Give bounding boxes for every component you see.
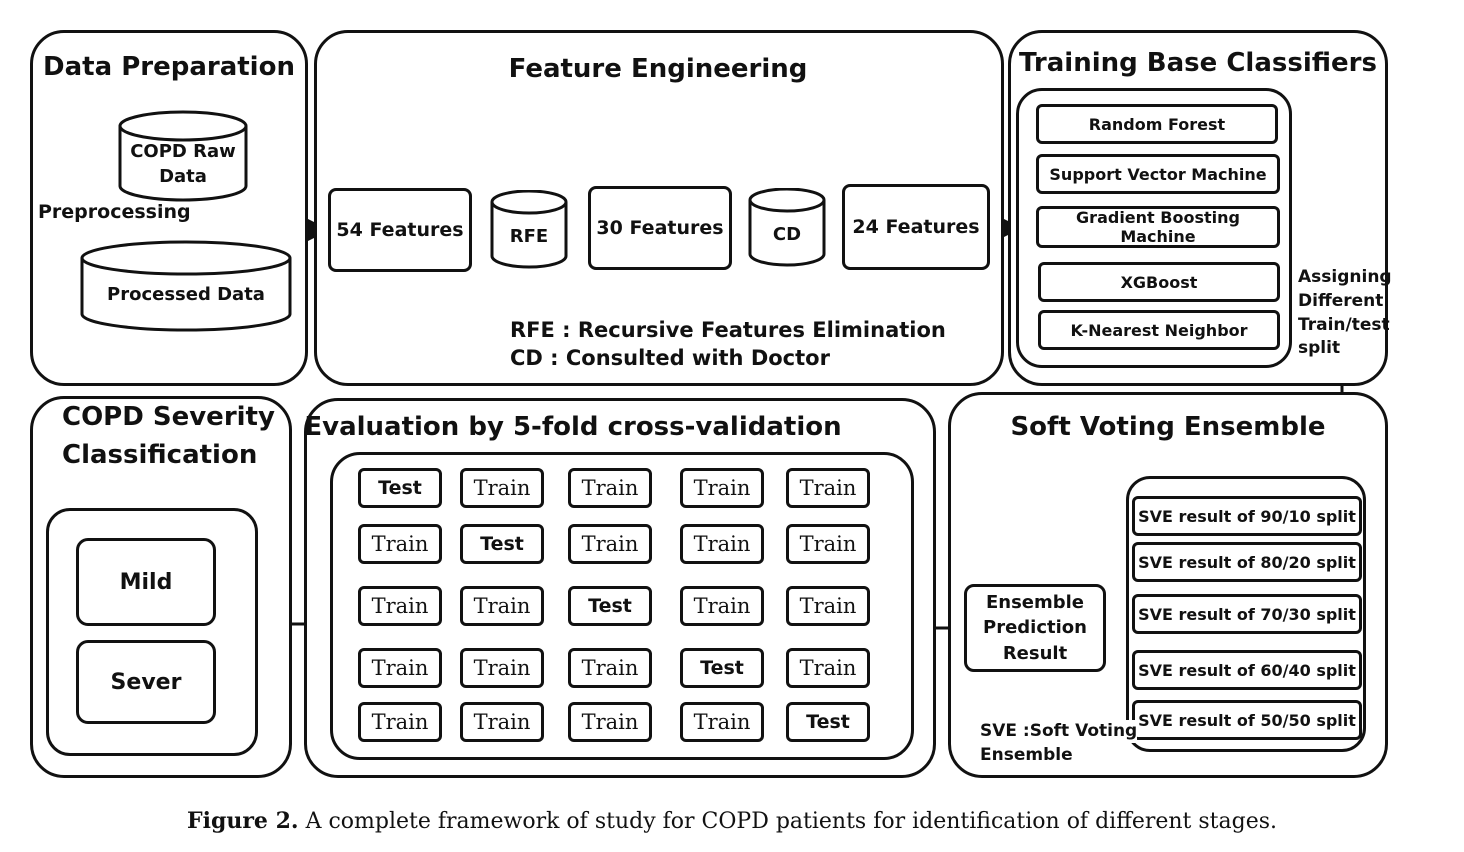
features-54-box: 54 Features [328, 188, 472, 272]
severity-title-line2: Classification [62, 440, 258, 470]
cd-legend: CD : Consulted with Doctor [510, 346, 830, 370]
feature-engineering-title: Feature Engineering [508, 54, 808, 84]
fold-test-cell: Test [460, 524, 544, 564]
fold-test-cell: Test [358, 468, 442, 508]
fold-train-cell: Train [680, 468, 764, 508]
training-title: Training Base Classifiers [1019, 48, 1377, 78]
class-sever: Sever [76, 640, 216, 724]
sve-result-50-50: SVE result of 50/50 split [1132, 700, 1362, 740]
fold-train-cell: Train [460, 702, 544, 742]
processed-data-label: Processed Data [107, 284, 265, 306]
raw-data-label: COPD Raw Data [130, 140, 236, 187]
fold-train-cell: Train [786, 524, 870, 564]
sve-legend-line2: Ensemble [980, 745, 1073, 765]
fold-train-cell: Train [460, 648, 544, 688]
fold-train-cell: Train [358, 648, 442, 688]
data-preparation-title: Data Preparation [43, 52, 295, 82]
database-icon [80, 240, 292, 332]
fold-train-cell: Train [460, 468, 544, 508]
fold-test-cell: Test [680, 648, 764, 688]
caption-text: A complete framework of study for COPD p… [305, 809, 1278, 834]
ensemble-line3: Result [1002, 642, 1068, 664]
fold-train-cell: Train [568, 468, 652, 508]
severity-title-line1: COPD Severity [62, 402, 275, 432]
classifier-knn: K-Nearest Neighbor [1038, 310, 1280, 350]
figure-caption: Figure 2. A complete framework of study … [0, 808, 1464, 834]
processed-data-database: Processed Data [80, 240, 292, 332]
fold-train-cell: Train [786, 468, 870, 508]
sve-legend-line1: SVE :Soft Voting [980, 720, 1138, 743]
fold-test-cell: Test [786, 702, 870, 742]
features-30-box: 30 Features [588, 186, 732, 270]
fold-test-cell: Test [568, 586, 652, 626]
split-note: Assigning Different Train/test split [1298, 267, 1392, 359]
fold-train-cell: Train [568, 702, 652, 742]
fold-train-cell: Train [358, 524, 442, 564]
fold-train-cell: Train [460, 586, 544, 626]
rfe-legend: RFE : Recursive Features Elimination [510, 318, 946, 342]
classifier-xgboost: XGBoost [1038, 262, 1280, 302]
classifier-gbm: Gradient Boosting Machine [1036, 206, 1280, 248]
sve-result-80-20: SVE result of 80/20 split [1132, 542, 1362, 582]
preprocessing-label: Preprocessing [38, 201, 191, 223]
fold-train-cell: Train [568, 524, 652, 564]
soft-voting-title: Soft Voting Ensemble [1010, 412, 1326, 442]
ensemble-line1: Ensemble [985, 592, 1085, 614]
caption-label: Figure 2. [186, 808, 299, 834]
fold-train-cell: Train [680, 702, 764, 742]
fold-train-cell: Train [786, 648, 870, 688]
fold-train-cell: Train [680, 586, 764, 626]
fold-train-cell: Train [358, 586, 442, 626]
class-mild: Mild [76, 538, 216, 626]
raw-data-database: COPD Raw Data [118, 110, 248, 202]
sve-result-90-10: SVE result of 90/10 split [1132, 496, 1362, 536]
ensemble-prediction-result: Ensemble Prediction Result [964, 584, 1106, 672]
database-icon [118, 110, 248, 202]
fold-train-cell: Train [786, 586, 870, 626]
classifier-svm: Support Vector Machine [1036, 154, 1280, 194]
sve-result-70-30: SVE result of 70/30 split [1132, 594, 1362, 634]
fold-train-cell: Train [358, 702, 442, 742]
database-icon [490, 190, 568, 269]
database-icon [748, 188, 826, 267]
ensemble-line2: Prediction [983, 617, 1087, 639]
rfe-database: RFE [490, 190, 568, 270]
features-24-box: 24 Features [842, 184, 990, 270]
fold-train-cell: Train [568, 648, 652, 688]
cd-label: CD [772, 224, 802, 246]
fold-train-cell: Train [680, 524, 764, 564]
classifier-random-forest: Random Forest [1036, 104, 1278, 144]
rfe-label: RFE [509, 226, 549, 248]
evaluation-title: Evaluation by 5-fold cross-validation [304, 412, 842, 442]
sve-result-60-40: SVE result of 60/40 split [1132, 650, 1362, 690]
cd-database: CD [748, 188, 826, 268]
